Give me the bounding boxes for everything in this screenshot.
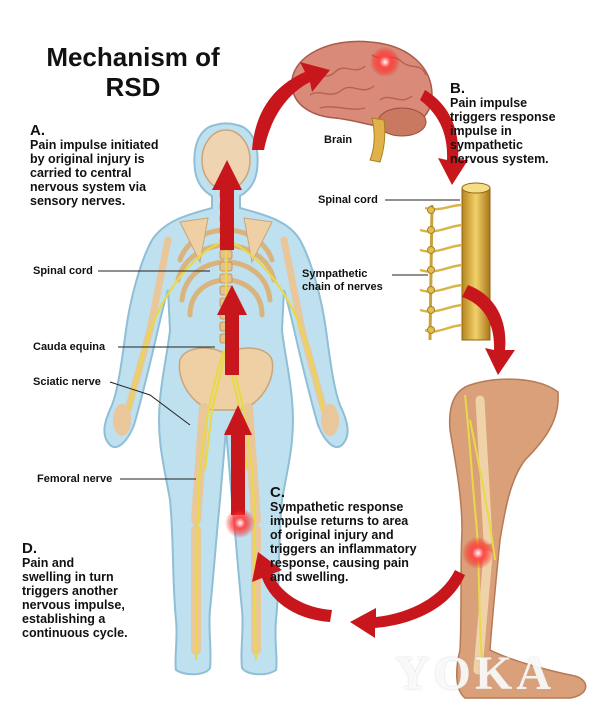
spinal-cord-segment [419, 182, 491, 341]
step-c-text: Sympathetic response impulse returns to … [270, 500, 417, 584]
label-spinal-cord-body: Spinal cord [33, 265, 93, 277]
step-c: C. Sympathetic response impulse returns … [270, 472, 417, 584]
leader-lines [98, 199, 460, 480]
step-a: A. Pain impulse initiated by original in… [30, 110, 159, 208]
arrow-body-up-3 [224, 405, 252, 515]
left-scapula [179, 217, 209, 264]
step-d-letter: D. [22, 540, 37, 557]
arrow-body-up-2 [217, 285, 247, 375]
page-title: Mechanism of RSD [33, 42, 233, 102]
step-c-letter: C. [270, 484, 285, 501]
step-d: D. Pain and swelling in turn triggers an… [22, 528, 128, 640]
title-line-1: Mechanism of [46, 42, 220, 72]
hands [113, 404, 339, 436]
brain-illustration [291, 40, 433, 163]
arrow-cycle-return [252, 552, 332, 622]
watermark-logo: YOKA [395, 647, 555, 700]
arrow-to-brain [252, 62, 330, 150]
label-sciatic-nerve: Sciatic nerve [33, 376, 101, 388]
arrow-brain-to-cord [420, 90, 468, 185]
label-cauda-equina: Cauda equina [33, 341, 106, 353]
title-line-2: RSD [105, 72, 161, 102]
human-body-figure [103, 122, 349, 676]
impulse-arrows [212, 62, 515, 638]
label-brain: Brain [324, 134, 353, 146]
step-b: B. Pain impulse triggers response impuls… [450, 68, 556, 166]
right-scapula [243, 217, 273, 264]
label-femoral-nerve: Femoral nerve [37, 473, 113, 485]
arrow-body-up-1 [212, 160, 242, 250]
step-a-text: Pain impulse initiated by original injur… [30, 138, 159, 208]
step-d-text: Pain and swelling in turn triggers anoth… [22, 556, 128, 640]
step-b-text: Pain impulse triggers response impulse i… [450, 96, 556, 166]
step-a-letter: A. [30, 122, 45, 139]
label-spinal-cord-top: Spinal cord [318, 194, 378, 206]
pelvis [178, 347, 274, 411]
leg-illustration [448, 378, 587, 699]
label-sympathetic-chain: Sympathetic chain of nerves [302, 268, 383, 293]
step-b-letter: B. [450, 80, 465, 97]
arrow-leg-to-body [350, 570, 465, 638]
brain-stem [369, 117, 386, 163]
arrow-cord-to-leg [462, 285, 515, 375]
